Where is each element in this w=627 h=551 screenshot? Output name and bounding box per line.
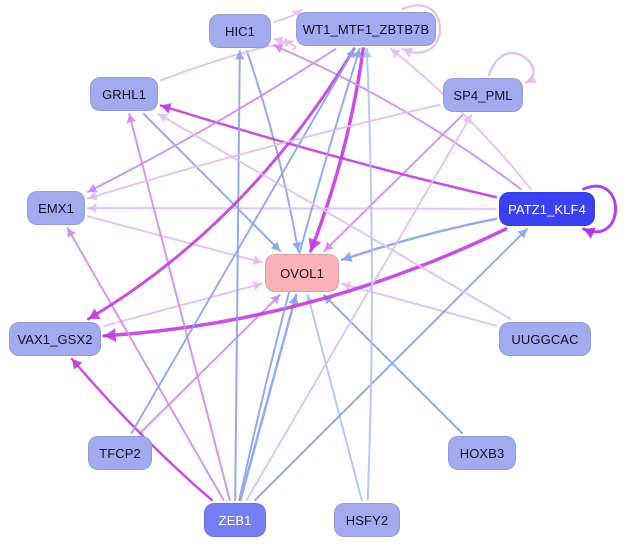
arrowhead [67,228,76,238]
edge-ZEB1-PATZ1 [254,228,528,501]
edge-HSFY2-OVOL1 [306,294,363,501]
edge-PATZ1-PATZ1 [582,184,618,234]
arrowhead [583,227,596,239]
arrowhead [252,281,262,291]
node-HOXB3[interactable]: HOXB3 [448,436,516,470]
edge-GRHL1-WT1 [160,40,294,82]
arrowhead [274,44,284,54]
arrowhead [324,241,334,251]
node-UUGGCAC[interactable]: UUGGCAC [499,322,591,356]
node-HIC1[interactable]: HIC1 [209,14,271,48]
arrowhead [352,49,362,59]
node-SP4[interactable]: SP4_PML [443,78,523,112]
edge-WT1-OVOL1 [308,47,365,253]
edge-ZEB1-GRHL1 [128,113,231,501]
arrowhead [288,295,299,306]
arrowhead [158,114,169,123]
edge-ZEB1-OVOL1 [239,293,298,502]
edge-PATZ1-GRHL1 [159,104,498,199]
edge-WT1-EMX1 [87,48,337,193]
edge-HIC1-WT1 [273,10,297,23]
arrowhead [342,251,353,263]
edge-SP4-EMX1 [87,103,441,200]
arrowhead [462,115,472,125]
edge-PATZ1-WT1 [390,48,532,190]
node-VAX1[interactable]: VAX1_GSX2 [9,322,101,356]
arrowhead [391,49,401,58]
edge-ZEB1-VAX1 [70,357,213,502]
arrowhead [71,359,83,370]
node-WT1[interactable]: WT1_MTF1_ZBTB7B [296,12,436,46]
arrowhead [126,114,136,124]
edge-GRHL1-OVOL1 [142,113,282,252]
edge-TFCP2-OVOL1 [139,294,281,434]
edge-PATZ1-HIC1 [273,44,522,190]
arrowhead [526,73,537,84]
node-HSFY2[interactable]: HSFY2 [334,503,400,537]
node-EMX1[interactable]: EMX1 [27,191,85,225]
arrowhead [234,51,245,60]
arrowhead [88,308,101,319]
arrowhead [88,183,98,193]
edge-HIC1-OVOL1 [245,50,300,252]
arrowhead [292,241,302,251]
edge-PATZ1-OVOL1 [340,217,498,262]
edge-ZEB1-EMX1 [66,227,225,501]
arrowhead [104,328,117,342]
node-TFCP2[interactable]: TFCP2 [88,436,152,470]
arrowhead [342,281,352,291]
node-ZEB1[interactable]: ZEB1 [204,503,266,537]
arrowhead [308,237,322,251]
arrowhead [517,229,527,239]
edge-PATZ1-VAX1 [102,227,508,338]
arrowhead [402,47,414,58]
edge-EMX1-OVOL1 [87,215,263,264]
node-OVOL1[interactable]: OVOL1 [265,254,339,292]
arrowhead [161,103,172,114]
arrowhead [252,255,262,265]
edge-TFCP2-WT1 [130,48,356,434]
edge-PATZ1-EMX1 [87,207,497,210]
edge-UUGGCAC-OVOL1 [341,282,497,327]
edge-SP4-OVOL1 [323,114,464,252]
edge-ZEB1-SP4 [245,114,473,501]
node-PATZ1[interactable]: PATZ1_KLF4 [499,192,595,226]
edge-WT1-VAX1 [86,47,356,321]
edge-HSFY2-WT1 [365,48,373,501]
edge-WT1-WT1 [401,4,442,54]
arrowhead [88,191,98,201]
arrowhead [270,295,280,305]
arrowhead [283,37,293,48]
edge-UUGGCAC-GRHL1 [157,113,512,320]
arrowhead [270,241,281,251]
arrowhead [362,49,373,58]
arrowhead [346,49,355,59]
arrowhead [88,203,97,213]
node-GRHL1[interactable]: GRHL1 [90,77,158,111]
edge-ZEB1-HIC1 [234,50,241,501]
